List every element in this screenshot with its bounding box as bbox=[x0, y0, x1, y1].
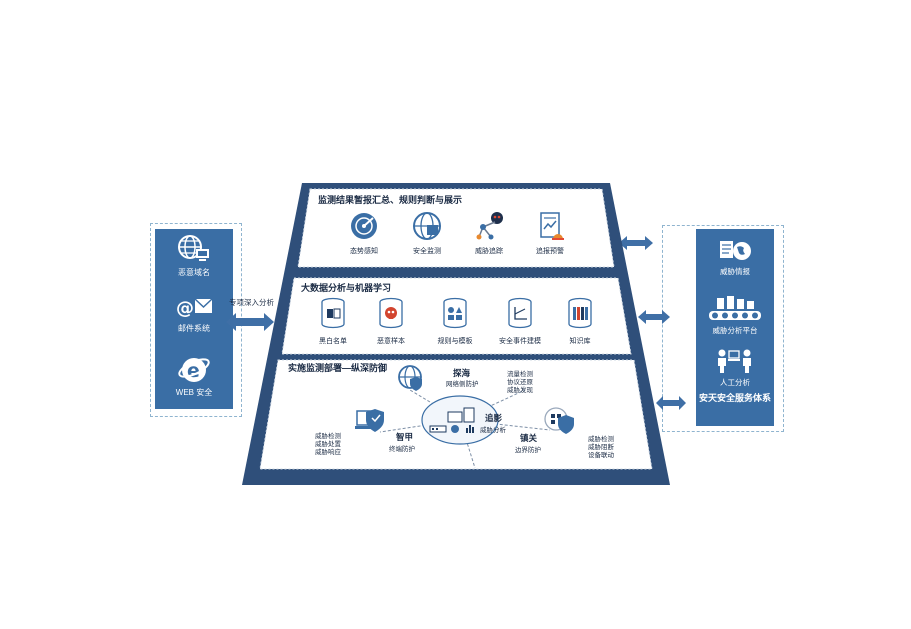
top-item-label: 威胁追踪 bbox=[475, 248, 503, 255]
top-item-threat-tracking: 威胁追踪 bbox=[459, 211, 519, 256]
middle-item-label: 安全事件建模 bbox=[499, 338, 541, 345]
left-item-web-security: e WEB 安全 bbox=[155, 353, 233, 398]
monitor-globe-icon bbox=[413, 212, 441, 240]
note-top-right: 流量检测 协议还原 威胁发现 bbox=[507, 371, 533, 395]
server-analysis-icon bbox=[429, 407, 475, 433]
middle-item-rules-templates: 规则与模板 bbox=[425, 297, 485, 346]
note-left: 威胁检测 威胁处置 威胁响应 bbox=[315, 433, 341, 457]
tieguan-sub: 边界防护 bbox=[515, 447, 541, 454]
alert-icon bbox=[540, 212, 564, 240]
bottom-section-title: 实施监测部署—纵深防御 bbox=[288, 363, 388, 373]
skull-db-icon bbox=[379, 297, 403, 329]
ie-browser-icon: e bbox=[178, 358, 210, 382]
at-mail-icon: @ bbox=[176, 298, 213, 319]
tanhai-name: 探海 bbox=[453, 368, 471, 378]
left-item-label: 恶意域名 bbox=[178, 268, 210, 277]
right-item-label: 威胁情报 bbox=[720, 267, 750, 276]
middle-item-label: 知识库 bbox=[569, 338, 591, 345]
middle-item-event-modeling: 安全事件建模 bbox=[490, 297, 550, 346]
middle-item-label: 黑白名单 bbox=[319, 338, 347, 345]
left-item-label: WEB 安全 bbox=[175, 388, 213, 397]
right-arrow-bottom-icon bbox=[656, 396, 686, 410]
note-line: 威胁处置 bbox=[315, 441, 341, 448]
middle-item-blackwhite-list: 黑白名单 bbox=[303, 297, 363, 346]
top-item-label: 追报预警 bbox=[536, 248, 564, 255]
tanhai-sub: 网络侧防护 bbox=[446, 381, 479, 388]
middle-section-title: 大数据分析与机器学习 bbox=[301, 283, 392, 293]
top-item-alert: 追报预警 bbox=[520, 211, 580, 256]
right-panel: 威胁情报 威胁分析平台 人工分析 安天安全服务体系 bbox=[696, 229, 774, 426]
right-item-label: 人工分析 bbox=[720, 378, 750, 387]
people-icon bbox=[718, 349, 751, 373]
globe-computer-icon bbox=[178, 235, 209, 261]
tieguan-network-shield-icon bbox=[544, 407, 574, 434]
right-panel-frame bbox=[662, 225, 784, 432]
intel-icon bbox=[720, 241, 751, 260]
tracking-icon bbox=[476, 212, 503, 240]
zhuiying-name: 追影 bbox=[485, 413, 503, 423]
right-item-manual-analysis: 人工分析 bbox=[696, 347, 774, 388]
note-line: 协议还原 bbox=[507, 379, 533, 386]
note-line: 流量检测 bbox=[507, 371, 533, 378]
pyramid-frame bbox=[242, 183, 670, 485]
model-db-icon bbox=[508, 297, 532, 329]
right-arrow-top-icon bbox=[619, 236, 653, 250]
zhijia-name: 智甲 bbox=[396, 432, 414, 442]
zhijia-laptop-shield-icon bbox=[355, 409, 384, 432]
top-item-label: 态势感知 bbox=[350, 248, 378, 255]
left-item-malicious-domain: 恶意域名 bbox=[155, 234, 233, 278]
note-line: 威胁阻断 bbox=[588, 444, 614, 451]
left-panel: 恶意域名 @ 邮件系统 e WEB 安全 bbox=[155, 229, 233, 409]
books-db-icon bbox=[568, 297, 592, 329]
right-item-threat-platform: 威胁分析平台 bbox=[696, 293, 774, 336]
zhuiying-sub: 威胁分析 bbox=[480, 427, 506, 434]
right-arrow-middle-icon bbox=[638, 310, 670, 324]
right-item-threat-intel: 威胁情报 bbox=[696, 238, 774, 277]
middle-item-malicious-sample: 恶意样本 bbox=[361, 297, 421, 346]
note-line: 威胁发现 bbox=[507, 387, 533, 394]
note-line: 威胁检测 bbox=[315, 433, 341, 440]
svg-text:@: @ bbox=[176, 298, 194, 319]
list-db-icon bbox=[321, 297, 345, 329]
top-item-security-monitor: 安全监测 bbox=[397, 211, 457, 256]
note-line: 威胁检测 bbox=[588, 436, 614, 443]
zhijia-sub: 终端防护 bbox=[389, 446, 415, 453]
middle-item-knowledge-base: 知识库 bbox=[550, 297, 610, 346]
top-item-situation: 态势感知 bbox=[334, 211, 394, 256]
tieguan-name: 镇关 bbox=[520, 433, 538, 443]
right-panel-footer: 安天安全服务体系 bbox=[698, 393, 771, 403]
top-item-label: 安全监测 bbox=[413, 248, 441, 255]
note-right: 威胁检测 威胁阻断 设备联动 bbox=[588, 436, 614, 460]
middle-item-label: 规则与模板 bbox=[437, 338, 473, 345]
right-item-label: 威胁分析平台 bbox=[712, 326, 758, 335]
bidirectional-arrow-icon bbox=[226, 313, 274, 331]
note-line: 威胁响应 bbox=[315, 449, 341, 456]
radar-icon bbox=[351, 213, 377, 239]
middle-item-label: 恶意样本 bbox=[377, 338, 405, 345]
shapes-db-icon bbox=[443, 297, 467, 329]
platform-icon bbox=[709, 296, 761, 320]
note-line: 设备联动 bbox=[588, 452, 614, 459]
left-item-mail-system: @ 邮件系统 bbox=[155, 295, 233, 334]
left-arrow-label: 专项深入分析 bbox=[229, 298, 274, 307]
tanhai-globe-shield-icon bbox=[398, 365, 422, 391]
top-section-title: 监测结果暂报汇总、规则判断与展示 bbox=[318, 195, 463, 205]
left-item-label: 邮件系统 bbox=[178, 324, 210, 333]
